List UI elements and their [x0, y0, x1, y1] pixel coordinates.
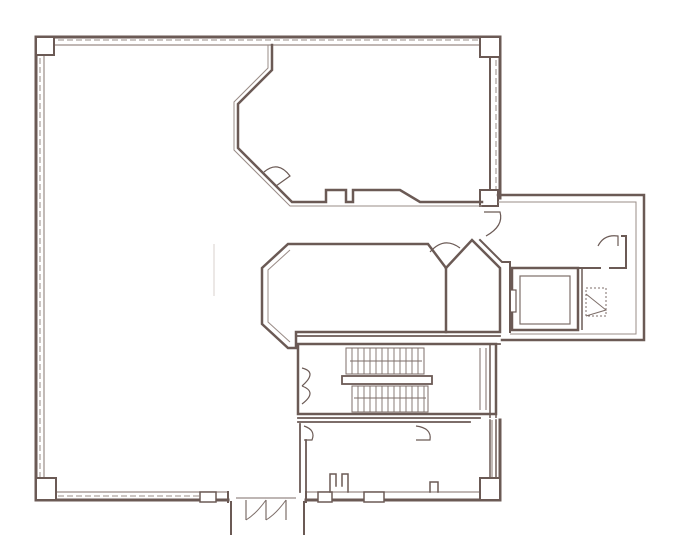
right-wall-lower — [489, 344, 497, 418]
room-top-octagon — [233, 43, 491, 207]
entrance-walls — [227, 491, 307, 503]
elevator — [509, 266, 608, 332]
outer-wall-outer-line — [34, 35, 502, 502]
room-top-octagon-inner — [233, 45, 482, 207]
east-wing-inner — [498, 201, 637, 335]
room-small-pentagon-right — [478, 238, 511, 333]
door-swing-icon — [597, 235, 619, 247]
column-right-mid — [479, 189, 499, 207]
room-bottom-right-left-wall — [299, 423, 307, 493]
column-top-left — [35, 36, 55, 56]
elevator-shaft — [510, 266, 580, 332]
stair-landing — [341, 375, 433, 385]
misc-lines — [213, 244, 497, 418]
room-central-hex-inner — [267, 249, 291, 343]
door-swing-icon — [303, 425, 314, 441]
column-bottom-left — [35, 477, 57, 501]
staircase-block — [296, 342, 498, 416]
door-swing-icon — [263, 166, 291, 187]
stair-icon — [345, 347, 425, 375]
fixture-box-cross — [585, 293, 608, 317]
door-swing-icon — [484, 211, 502, 237]
outer-wall-inner-line — [43, 44, 493, 493]
column-bottom-3 — [363, 491, 385, 503]
east-wing-corridor-wall — [509, 235, 627, 269]
door-swing-icon — [245, 499, 287, 521]
stair-enclosure-right — [479, 348, 487, 410]
east-wing-outer — [496, 193, 646, 342]
door-swing-icon — [415, 425, 431, 441]
entrance — [227, 491, 307, 535]
stair-icon — [351, 385, 429, 413]
room-small-pentagon — [444, 238, 502, 334]
entrance-door-leaves — [245, 500, 287, 520]
room-bottom-right-top-wall — [297, 417, 481, 423]
entrance-side-posts — [230, 501, 305, 535]
fixture-box-icon — [585, 287, 607, 317]
column-bottom-1 — [199, 491, 217, 503]
column-bottom-right — [479, 477, 501, 501]
elevator-icon — [519, 275, 571, 325]
room-bottom-right-partitions — [329, 473, 439, 493]
column-top-right — [479, 36, 501, 58]
room-central-hex — [260, 242, 448, 350]
door-swing-icon — [301, 367, 311, 405]
column-bottom-2 — [317, 491, 333, 503]
door-swing-icon — [429, 242, 461, 253]
room-bottom-right — [297, 417, 497, 493]
room-bottom-right-right-wall — [489, 419, 497, 479]
central-rooms — [260, 238, 511, 350]
room-top-octagon-wall — [236, 43, 484, 204]
